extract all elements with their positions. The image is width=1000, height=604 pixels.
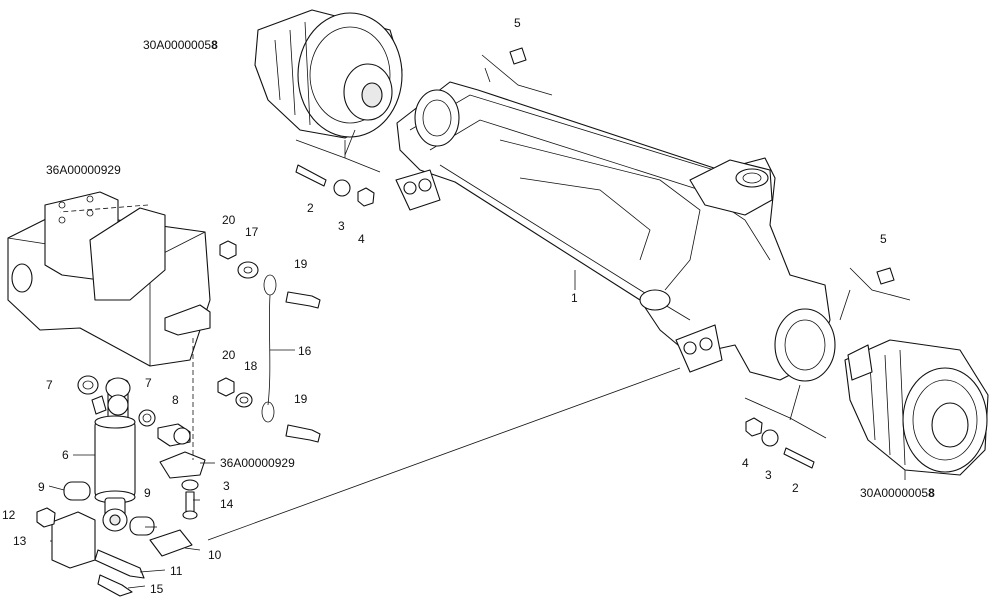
bottom-wheel-hub — [844, 339, 989, 480]
top-wheel-hub — [254, 9, 403, 158]
callout-2-bottom: 2 — [792, 481, 799, 495]
callout-6: 6 — [62, 448, 69, 462]
part-callouts: 1 5 5 2 3 4 2 3 4 20 17 19 16 20 18 19 7… — [2, 16, 887, 596]
callout-19-top: 19 — [294, 257, 308, 271]
callout-9-left: 9 — [38, 480, 45, 494]
frame-ref-mid: 36A00000929 — [220, 456, 295, 470]
callout-17: 17 — [245, 225, 259, 239]
frame-bracket — [7, 191, 211, 367]
callout-8: 8 — [172, 393, 179, 407]
callout-18: 18 — [244, 359, 258, 373]
callout-16: 16 — [298, 344, 312, 358]
callout-20-top: 20 — [222, 213, 236, 227]
axle-beam — [395, 81, 836, 382]
callout-9-right: 9 — [144, 486, 151, 500]
reference-labels: 30A00000058 30A00000058 36A00000929 36A0… — [46, 38, 935, 500]
callout-2-top: 2 — [307, 201, 314, 215]
callout-7-left: 7 — [46, 378, 53, 392]
callout-4-bottom: 4 — [742, 456, 749, 470]
hydraulic-cylinder — [91, 377, 136, 532]
hub-ref-bottom: 30A00000058 — [860, 486, 935, 500]
callout-7-right: 7 — [145, 376, 152, 390]
callout-5-right: 5 — [880, 232, 887, 246]
callout-20-bottom: 20 — [222, 348, 236, 362]
callout-19-bottom: 19 — [294, 392, 308, 406]
callout-11: 11 — [170, 564, 183, 578]
callout-12: 12 — [2, 508, 16, 522]
callout-1: 1 — [571, 291, 578, 305]
leader-lines — [48, 54, 911, 589]
callout-5-top: 5 — [514, 16, 521, 30]
hardware-parts — [36, 47, 895, 597]
frame-ref-top: 36A00000929 — [46, 163, 121, 177]
callout-3-bottom: 3 — [765, 468, 772, 482]
callout-10: 10 — [208, 548, 222, 562]
callout-3-left: 3 — [223, 479, 230, 493]
callout-14: 14 — [220, 497, 234, 511]
callout-15: 15 — [150, 582, 164, 596]
hub-ref-top: 30A00000058 — [143, 38, 218, 52]
callout-13: 13 — [13, 534, 27, 548]
callout-4-top: 4 — [358, 232, 365, 246]
callout-3-top: 3 — [338, 219, 345, 233]
